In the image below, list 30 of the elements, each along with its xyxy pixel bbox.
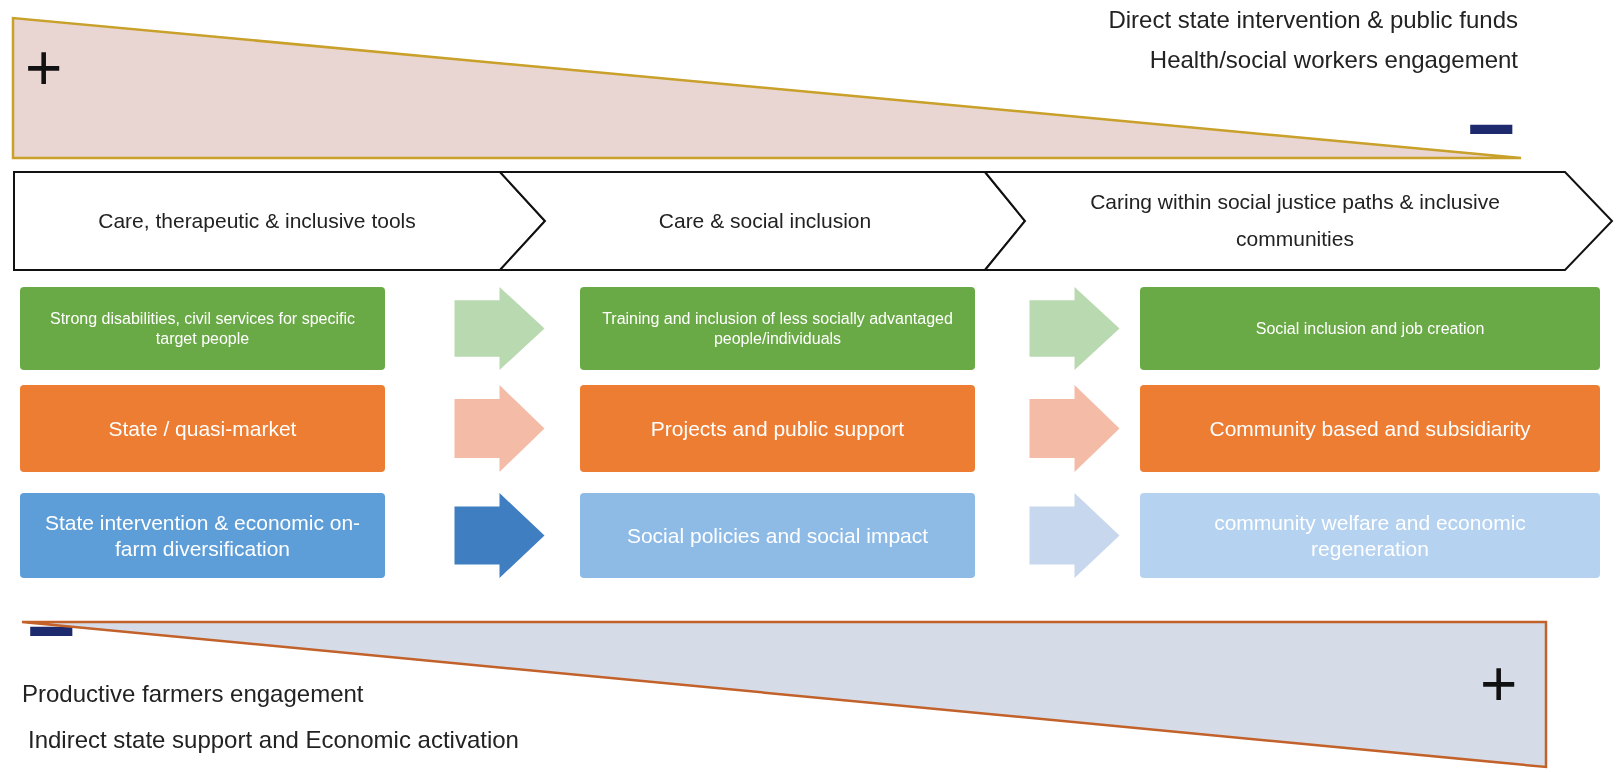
block-arrow (454, 493, 545, 578)
category-box: State / quasi-market (20, 385, 385, 472)
gradient-triangle (22, 622, 1546, 767)
category-box: State intervention & economic on-farm diversification (20, 493, 385, 578)
block-arrow (454, 287, 545, 370)
plus-sign: + (25, 36, 63, 100)
minus-sign: − (1465, 80, 1517, 177)
category-box: Projects and public support (580, 385, 975, 472)
category-box: Training and inclusion of less socially advantaged people/individuals (580, 287, 975, 370)
scale-note: Direct state intervention & public funds (1107, 6, 1518, 34)
category-box: Social policies and social impact (580, 493, 975, 578)
block-arrow (1029, 493, 1120, 578)
stage-title: Care & social inclusion (657, 207, 873, 234)
block-arrow (454, 385, 545, 472)
chevron-stage (500, 172, 1025, 270)
chevron-stage (14, 172, 545, 270)
stage-title: Care, therapeutic & inclusive tools (97, 207, 417, 234)
plus-sign: + (1480, 652, 1518, 716)
scale-note: Indirect state support and Economic activation (28, 726, 520, 754)
minus-sign: − (25, 582, 77, 679)
scale-note: Productive farmers engagement (22, 680, 365, 708)
category-box: Community based and subsidiarity (1140, 385, 1600, 472)
block-arrow (1029, 385, 1120, 472)
category-box: community welfare and economic regeneration (1140, 493, 1600, 578)
category-box: Strong disabilities, civil services for specific target people (20, 287, 385, 370)
category-box: Social inclusion and job creation (1140, 287, 1600, 370)
block-arrow (1029, 287, 1120, 370)
chevron-stage (985, 172, 1612, 270)
stage-title: Caring within social justice paths & inclusive communities (1089, 189, 1501, 252)
scale-note: Health/social workers engagement (1148, 46, 1518, 74)
